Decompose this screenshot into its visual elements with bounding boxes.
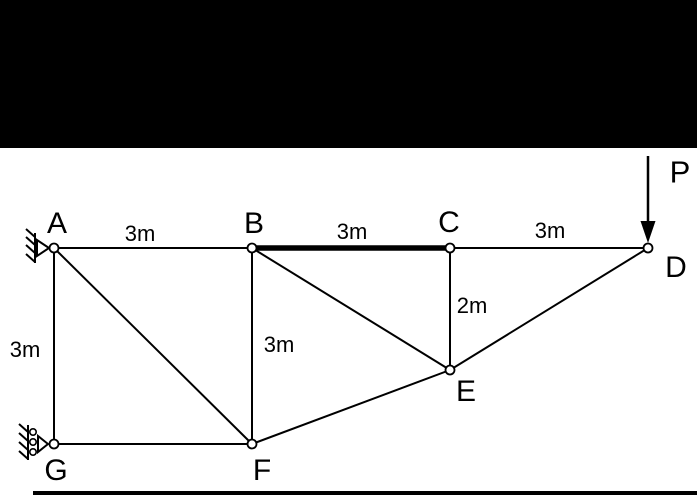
node-label-G: G — [44, 454, 68, 487]
joint-E — [444, 364, 456, 376]
support-A-triangle — [36, 238, 51, 258]
support-G-hatch — [18, 441, 29, 451]
dimension-label-bf: 3m — [263, 332, 295, 357]
dimension-label-ce: 2m — [456, 293, 488, 318]
support-G-triangle — [37, 433, 50, 455]
member-ED — [449, 247, 649, 371]
roller-support-icon — [18, 423, 50, 460]
node-label-B: B — [243, 207, 265, 240]
pin-support-icon — [25, 228, 51, 263]
node-label-A: A — [46, 207, 68, 240]
node-label-E: E — [455, 375, 477, 408]
truss-members — [53, 245, 649, 445]
load-arrow — [640, 156, 656, 243]
load-label-P: P — [669, 154, 691, 190]
node-label-C: C — [438, 206, 460, 239]
top-black-bar — [0, 0, 697, 148]
support-A-hatch — [25, 236, 36, 246]
dimension-label-bc: 3m — [336, 219, 368, 244]
dimension-label-ag: 3m — [9, 337, 41, 362]
support-G-roller — [28, 437, 37, 446]
support-G-roller — [28, 447, 37, 456]
dimension-label-ab: 3m — [124, 221, 156, 246]
support-G-hatch — [18, 423, 29, 433]
joint-B — [246, 242, 258, 254]
support-G-hatch — [18, 450, 29, 460]
member-FE — [251, 369, 451, 445]
joint-D — [642, 242, 654, 254]
member-AF — [53, 247, 253, 445]
node-label-D: D — [665, 251, 687, 284]
joint-C — [444, 242, 456, 254]
support-A-hatch — [25, 228, 36, 238]
dimension-label-cd: 3m — [534, 218, 566, 243]
truss-joints — [48, 242, 654, 450]
support-A-hatch — [25, 253, 36, 263]
member-BE — [251, 247, 451, 371]
joint-F — [246, 438, 258, 450]
node-label-F: F — [252, 454, 272, 487]
joint-G — [48, 438, 60, 450]
load-arrowhead-icon — [640, 221, 656, 243]
support-G-roller — [28, 427, 37, 436]
support-G-hatch — [18, 432, 29, 442]
joint-A — [48, 242, 60, 254]
support-A-hatch — [25, 244, 36, 254]
bottom-black-strip — [33, 491, 697, 495]
